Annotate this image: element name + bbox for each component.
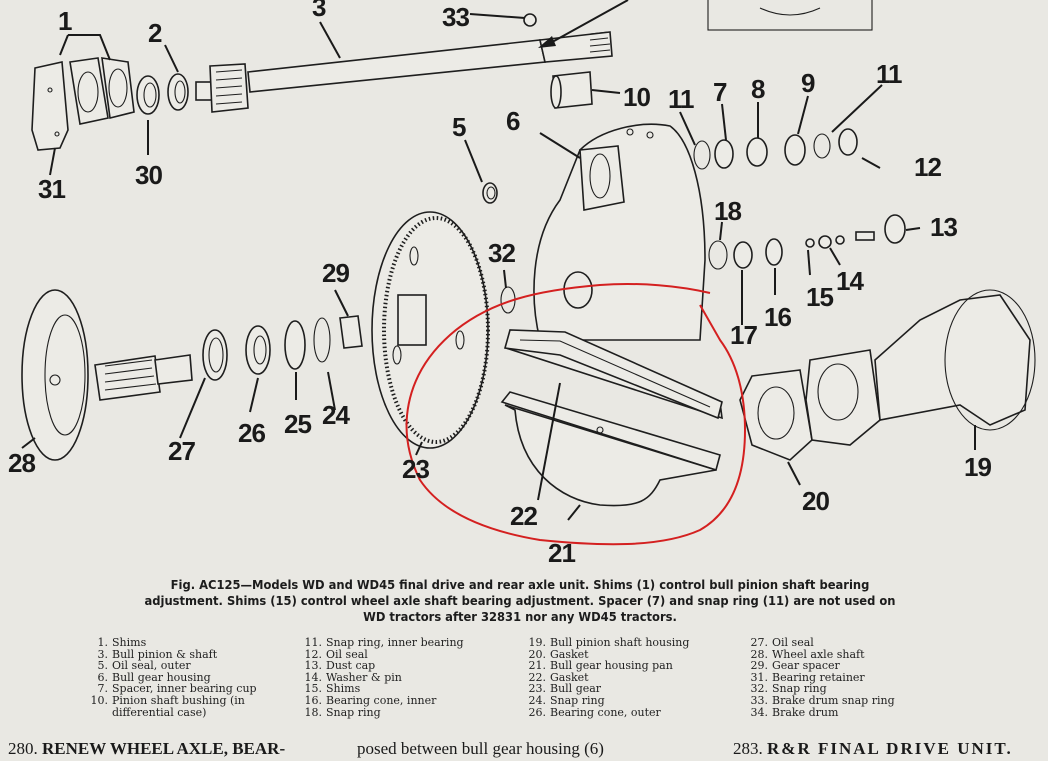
legend-item: 10.Pinion shaft bushing (in — [90, 693, 245, 707]
callout-23: 23 — [402, 454, 429, 484]
legend-column-2: 11.Snap ring, inner bearing 12.Oil seal … — [302, 637, 464, 718]
legend-item: 13.Dust cap — [304, 659, 376, 673]
exploded-parts-diagram: 1 2 3 33 5 6 10 11 7 8 9 11 12 18 13 14 … — [8, 0, 1036, 568]
outer-bearing-parts-right — [708, 214, 906, 270]
callout-2: 2 — [148, 18, 162, 48]
legend-item: 23.Bull gear — [528, 682, 602, 696]
callout-21: 21 — [548, 538, 575, 568]
legend-item: 1.Shims — [97, 636, 147, 649]
shims-part — [69, 57, 135, 125]
legend-item: 34.Brake drum — [750, 705, 839, 719]
gear-spacer-part — [339, 315, 363, 349]
callout-11b: 11 — [876, 59, 902, 89]
callout-32: 32 — [488, 238, 515, 268]
section-283-heading: 283. R&R FINAL DRIVE UNIT. — [733, 739, 1013, 758]
legend-item: 32.Snap ring — [750, 682, 827, 696]
callout-8: 8 — [751, 74, 765, 104]
red-annotation-circle — [405, 283, 747, 546]
callout-10: 10 — [623, 82, 650, 112]
gasket-20-part — [739, 369, 813, 461]
legend-item: 19.Bull pinion shaft housing — [528, 636, 690, 649]
callout-33: 33 — [442, 2, 469, 32]
callout-27: 27 — [168, 436, 195, 466]
callout-labels: 1 2 3 33 5 6 10 11 7 8 9 11 12 18 13 14 … — [8, 0, 992, 568]
legend-item: 11.Snap ring, inner bearing — [304, 636, 464, 649]
inner-bearing-parts — [693, 128, 858, 170]
leader-lines — [21, 13, 976, 521]
legend-item: 6.Bull gear housing — [97, 670, 211, 684]
callout-29: 29 — [322, 258, 349, 288]
callout-30: 30 — [135, 160, 162, 190]
callout-16: 16 — [764, 302, 791, 332]
callout-5: 5 — [452, 112, 466, 142]
callout-19: 19 — [964, 452, 991, 482]
legend-item: 14.Washer & pin — [304, 670, 402, 684]
legend-item: 22.Gasket — [528, 670, 589, 684]
legend-item: 31.Bearing retainer — [750, 670, 865, 684]
legend-item: 16.Bearing cone, inner — [304, 693, 437, 707]
legend-item: 28.Wheel axle shaft — [750, 647, 865, 661]
legend-item: 15.Shims — [304, 682, 361, 696]
legend-item: 18.Snap ring — [304, 705, 381, 719]
legend-item-continuation: differential case) — [112, 705, 207, 719]
brake-drum-snap-ring-part — [523, 13, 537, 27]
bull-gear-housing-pan-part — [500, 391, 721, 507]
legend-column-1: 1.Shims 3.Bull pinion & shaft 5.Oil seal… — [88, 637, 257, 718]
section-280-heading: 280. RENEW WHEEL AXLE, BEAR- — [8, 739, 286, 758]
callout-1: 1 — [58, 6, 72, 36]
callout-28: 28 — [8, 448, 35, 478]
callout-3: 3 — [312, 0, 326, 22]
legend-item: 20.Gasket — [528, 647, 589, 661]
callout-9: 9 — [801, 68, 815, 98]
inset-detail-box — [707, 0, 873, 31]
callout-14: 14 — [836, 266, 864, 296]
legend-item: 33.Brake drum snap ring — [750, 693, 895, 707]
callout-7: 7 — [713, 77, 727, 107]
legend-item: 24.Snap ring — [528, 693, 605, 707]
legend-item: 12.Oil seal — [304, 647, 368, 661]
bearing-cone-26 — [245, 325, 271, 375]
body-paragraph-text: posed between bull gear housing (6) — [357, 739, 604, 758]
bearing-retainer-part — [31, 61, 69, 151]
gasket-part — [503, 329, 723, 420]
legend-item: 21.Bull gear housing pan — [528, 659, 673, 673]
bull-gear-housing-part — [533, 123, 706, 341]
wheel-axle-shaft-part — [21, 289, 193, 461]
callout-15: 15 — [806, 282, 833, 312]
callout-17: 17 — [730, 320, 757, 350]
callout-22: 22 — [510, 501, 537, 531]
callout-13: 13 — [930, 212, 957, 242]
legend-item: 27.Oil seal — [750, 636, 814, 649]
legend-item: 7.Spacer, inner bearing cup — [97, 682, 257, 696]
callout-24: 24 — [322, 400, 350, 430]
callout-26: 26 — [238, 418, 265, 448]
legend-item: 5.Oil seal, outer — [97, 659, 191, 673]
callout-20: 20 — [802, 486, 829, 516]
callout-12: 12 — [914, 152, 941, 182]
callout-6: 6 — [506, 106, 520, 136]
callout-25: 25 — [284, 409, 311, 439]
legend-column-3: 19.Bull pinion shaft housing 20.Gasket 2… — [526, 636, 690, 719]
legend-column-4: 27.Oil seal 28.Wheel axle shaft 29.Gear … — [748, 637, 895, 718]
callout-31: 31 — [38, 174, 65, 204]
bull-pinion-shaft-housing-part — [805, 289, 1036, 446]
legend-item: 29.Gear spacer — [750, 659, 840, 673]
legend-item: 3.Bull pinion & shaft — [97, 647, 218, 661]
bull-gear-part — [371, 211, 490, 449]
snap-ring-24 — [313, 317, 331, 363]
pinion-shaft-bushing-part — [550, 71, 593, 109]
figure-caption: Fig. AC125—Models WD and WD45 final driv… — [144, 577, 896, 624]
callout-11a: 11 — [668, 84, 694, 114]
callout-18: 18 — [714, 196, 741, 226]
bearing-cup-25 — [284, 320, 306, 370]
legend-item: 26.Bearing cone, outer — [528, 705, 661, 719]
